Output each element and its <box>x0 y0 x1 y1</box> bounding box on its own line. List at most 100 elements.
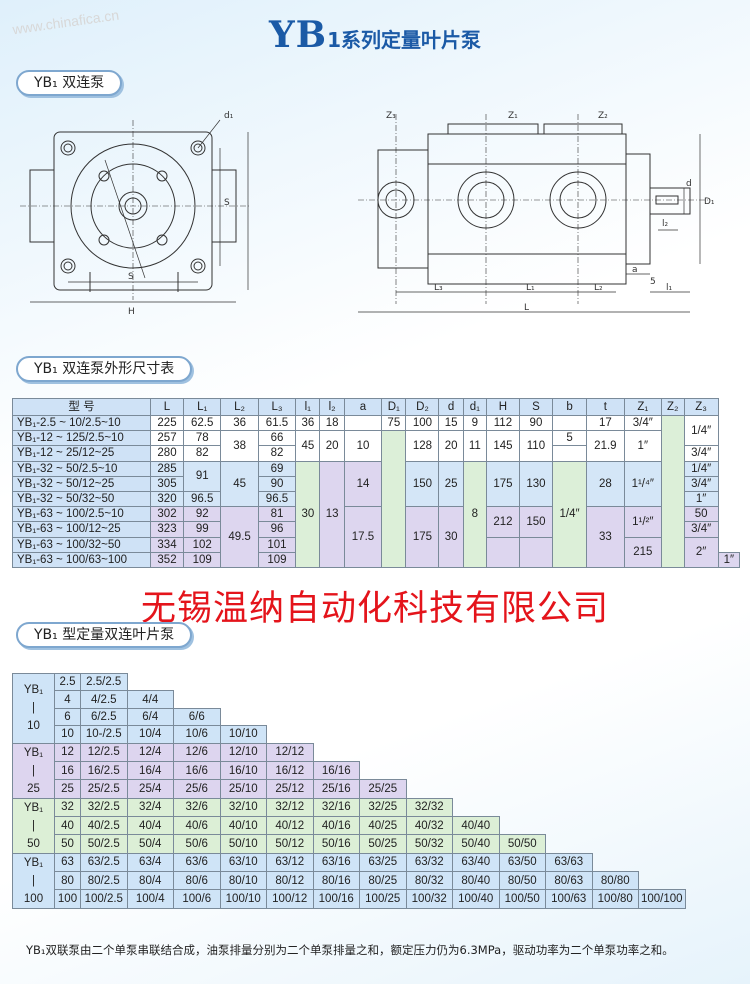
table-cell: 80/4 <box>126 870 174 891</box>
table-cell: 12/4 <box>126 742 174 762</box>
col-a: a <box>343 398 383 416</box>
group-label-line: 10 <box>27 720 40 733</box>
table-cell: 16/16 <box>312 760 360 781</box>
empty-cell <box>313 726 360 743</box>
table-cell: YB₁-2.5 ~ 10/2.5~10 <box>12 414 151 432</box>
col-t: t <box>586 398 625 416</box>
table-cell: YB₁-12 ~ 25/12~25 <box>12 445 151 462</box>
table-cell: 100/32 <box>405 889 453 909</box>
table-cell: 16/12 <box>266 760 314 781</box>
table-cell: 1¹/⁴″ <box>623 460 663 508</box>
empty-cell <box>360 743 407 761</box>
table-cell: 80/63 <box>545 870 593 891</box>
empty-cell <box>592 726 639 743</box>
table-cell: 61.5 <box>257 414 297 432</box>
empty-cell <box>592 853 639 871</box>
empty-cell <box>360 761 407 779</box>
table-cell: 100/63 <box>545 889 593 909</box>
col-l1: l₁ <box>295 398 321 416</box>
table-cell: 66 <box>257 430 297 447</box>
table-cell: 96.5 <box>183 490 222 508</box>
empty-cell <box>499 816 546 834</box>
empty-cell <box>406 691 453 708</box>
table-cell: 280 <box>149 445 185 462</box>
table-cell: 50 <box>683 506 719 523</box>
table-cell: 6/2.5 <box>80 707 128 727</box>
table-cell: 50 <box>54 834 81 854</box>
empty-cell <box>499 726 546 743</box>
empty-cell <box>639 691 686 708</box>
table-cell: 80/50 <box>498 870 546 891</box>
empty-cell <box>546 691 593 708</box>
empty-cell <box>453 761 500 779</box>
empty-cell <box>406 708 453 725</box>
table-cell: 100/100 <box>638 889 686 909</box>
table-cell: 110 <box>518 430 553 462</box>
col-L: L <box>149 398 185 416</box>
empty-cell <box>592 708 639 725</box>
table-cell: 112 <box>485 414 520 432</box>
section-dimension-table: YB₁ 双连泵外形尺寸表 <box>16 356 193 382</box>
table-cell: 63/16 <box>312 852 360 872</box>
table-cell: 12/10 <box>219 742 267 762</box>
table-cell: 100/25 <box>359 889 407 909</box>
table-cell: 1/4″ <box>683 414 719 447</box>
table-cell: 320 <box>149 490 185 508</box>
empty-cell <box>174 674 221 691</box>
table-cell: 1″ <box>717 551 741 568</box>
empty-cell <box>360 674 407 691</box>
col-d1: d₁ <box>462 398 487 416</box>
table-cell: 80/80 <box>591 870 639 891</box>
col-b: b <box>551 398 588 416</box>
table-cell: 100/50 <box>498 889 546 909</box>
table-cell: 10/4 <box>126 725 174 744</box>
col-Z3: Z₃ <box>683 398 719 416</box>
table-cell: 1/4″ <box>551 460 588 568</box>
empty-cell <box>592 743 639 761</box>
table-cell: 100/12 <box>266 889 314 909</box>
table-cell: 50/6 <box>173 834 221 854</box>
table-cell: 99 <box>183 521 222 538</box>
table-cell: YB₁-63 ~ 100/2.5~10 <box>12 506 151 523</box>
table-cell: 80/32 <box>405 870 453 891</box>
table-row: YB₁-12 ~ 125/2.5~10 257 78 38 66 45 20 1… <box>12 430 740 568</box>
empty-cell <box>592 816 639 834</box>
table-cell <box>518 536 553 568</box>
table-cell: 40/4 <box>126 815 174 836</box>
dim-d1: d₁ <box>224 111 234 121</box>
empty-cell <box>546 708 593 725</box>
table-cell: 90 <box>257 475 297 492</box>
table-cell: 102 <box>183 536 222 553</box>
table-cell: 257 <box>149 430 185 447</box>
table-cell: 175 <box>405 506 440 568</box>
table-cell: 109 <box>183 551 222 568</box>
dim-D1: D₁ <box>704 197 715 207</box>
empty-cell <box>546 674 593 691</box>
table-cell: 63/6 <box>173 852 221 872</box>
empty-cell <box>546 798 593 816</box>
table-cell: 1/4″ <box>683 460 719 477</box>
table-cell: 36 <box>295 414 321 432</box>
table-cell: 6/4 <box>126 707 174 727</box>
empty-cell <box>220 691 267 708</box>
dim-5: 5 <box>650 277 656 287</box>
dim-d: d <box>686 179 692 189</box>
table-cell: 45 <box>295 430 321 462</box>
table-cell: 2.5 <box>54 672 81 692</box>
empty-cell <box>546 816 593 834</box>
empty-cell <box>592 780 639 798</box>
page-title: YB1系列定量叶片泵 <box>0 14 750 56</box>
table-cell: 100/6 <box>173 889 221 909</box>
table-cell: 16/4 <box>126 760 174 781</box>
empty-cell <box>592 835 639 853</box>
table-cell: 15 <box>438 414 464 432</box>
table-cell: 50/50 <box>498 834 546 854</box>
table-cell: 91 <box>183 460 222 492</box>
col-d: d <box>438 398 464 416</box>
table-row: YB₁-63 ~ 100/32~50 334 102 101 215 2″ <box>12 536 740 568</box>
